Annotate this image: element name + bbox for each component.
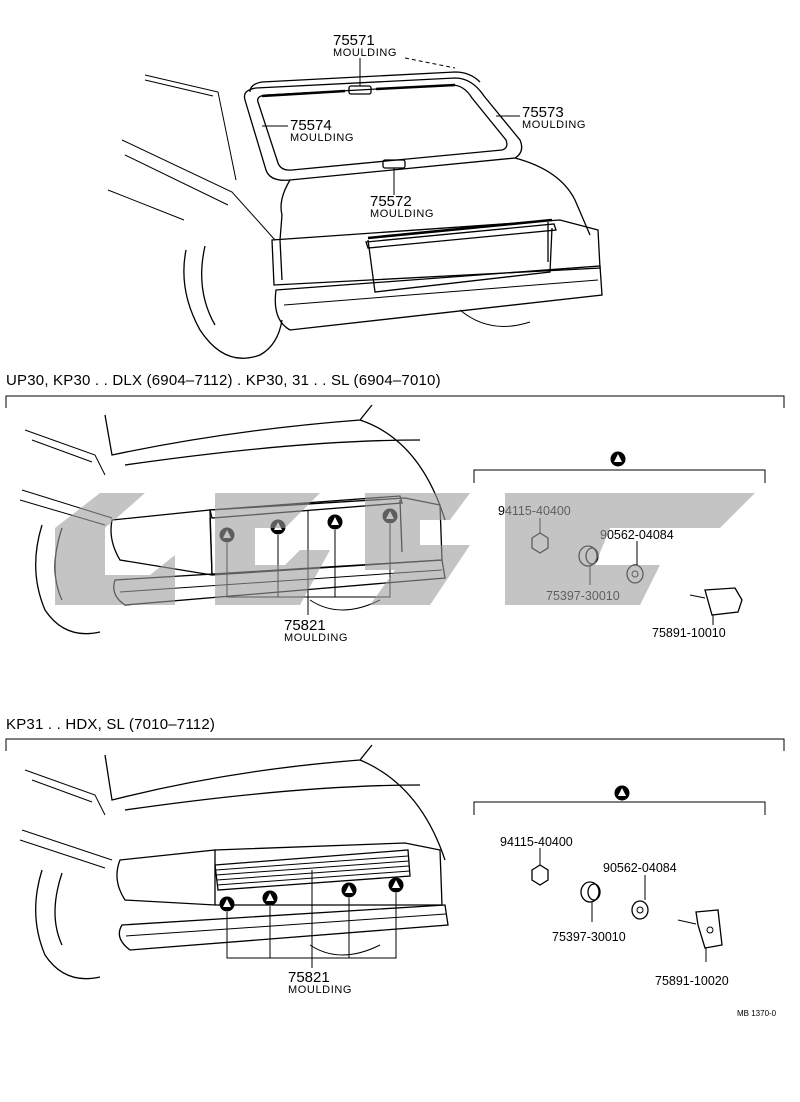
section1-moulding-number: 75821 bbox=[284, 617, 326, 634]
section2-hw-94115: 94115-40400 bbox=[500, 835, 573, 849]
section1-hw-75891: 75891-10010 bbox=[652, 626, 726, 640]
label-75573: 75573 MOULDING bbox=[496, 104, 586, 131]
section2-car-illustration bbox=[19, 744, 449, 980]
section2-hw-75891: 75891-10020 bbox=[655, 974, 729, 988]
section1-bracket bbox=[5, 395, 785, 408]
label-75571: 75571 MOULDING bbox=[333, 32, 456, 86]
part-name-75571: MOULDING bbox=[333, 47, 397, 59]
part-name-75572: MOULDING bbox=[370, 208, 434, 220]
section2-moulding-name: MOULDING bbox=[288, 984, 352, 996]
section2-bracket bbox=[5, 738, 785, 751]
part-number-75574: 75574 bbox=[290, 117, 332, 134]
section1-hw-90562: 90562-04084 bbox=[600, 528, 674, 542]
part-number-75572: 75572 bbox=[370, 193, 412, 210]
part-number-75573: 75573 bbox=[522, 104, 564, 121]
section2-fastener-callouts bbox=[219, 870, 404, 968]
section2-title: KP31 . . HDX, SL (7010–7112) bbox=[6, 716, 215, 733]
label-75572: 75572 MOULDING bbox=[370, 168, 434, 220]
section2-hw-90562: 90562-04084 bbox=[603, 861, 677, 875]
watermark-logo bbox=[55, 493, 755, 605]
section2-hardware-group bbox=[473, 785, 766, 962]
part-name-75573: MOULDING bbox=[522, 119, 586, 131]
part-number-75571: 75571 bbox=[333, 32, 375, 49]
part-name-75574: MOULDING bbox=[290, 132, 354, 144]
section2-moulding-number: 75821 bbox=[288, 969, 330, 986]
footer-code: MB 1370-0 bbox=[737, 1009, 777, 1018]
section1-moulding-name: MOULDING bbox=[284, 632, 348, 644]
label-75574: 75574 MOULDING bbox=[262, 117, 354, 144]
section2-hw-75397: 75397-30010 bbox=[552, 930, 626, 944]
section1-title: UP30, KP30 . . DLX (6904–7112) . KP30, 3… bbox=[6, 372, 441, 389]
